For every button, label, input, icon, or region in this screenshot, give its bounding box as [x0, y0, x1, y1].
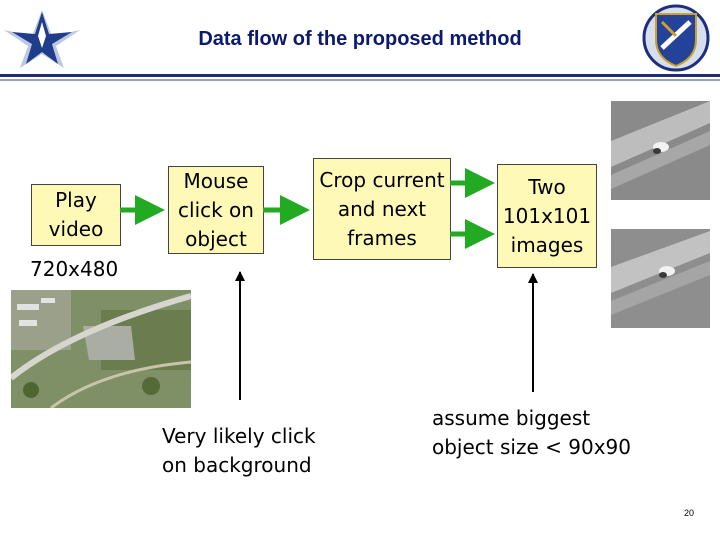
note-line: on background: [162, 453, 312, 477]
crop-frames-box: Crop current and next frames: [313, 158, 451, 260]
box-line: 101x101: [502, 203, 592, 228]
two-images-box: Two 101x101 images: [497, 164, 597, 268]
air-force-institute-crest-icon: [642, 4, 710, 72]
page-number: 20: [684, 508, 695, 518]
note-background: Very likely click on background: [162, 422, 316, 480]
note-line: assume biggest: [432, 406, 591, 430]
aerial-video-frame: [11, 290, 191, 408]
box-line: images: [510, 232, 584, 257]
box-line: click on: [178, 197, 254, 222]
note-object-size: assume biggest object size < 90x90: [432, 404, 631, 462]
box-line: Crop current: [319, 167, 445, 192]
note-line: Very likely click: [162, 424, 316, 448]
box-line: Mouse: [183, 168, 249, 193]
resolution-label: 720x480: [30, 257, 119, 281]
cropped-image-next: [611, 229, 710, 328]
note-line: object size < 90x90: [432, 435, 631, 459]
box-line: frames: [347, 225, 417, 250]
mouse-click-box: Mouse click on object: [168, 166, 264, 254]
title-rule: [0, 74, 720, 77]
box-line: video: [48, 217, 104, 241]
box-line: and next: [337, 196, 427, 221]
play-video-box: Play video: [31, 184, 121, 246]
box-line: Two: [528, 174, 566, 199]
box-line: Play: [55, 188, 97, 212]
title-rule-shadow: [0, 79, 720, 81]
slide-title: Data flow of the proposed method: [198, 28, 522, 50]
air-force-logo-icon: [4, 10, 80, 68]
box-line: object: [185, 226, 247, 251]
cropped-image-current: [611, 101, 710, 200]
